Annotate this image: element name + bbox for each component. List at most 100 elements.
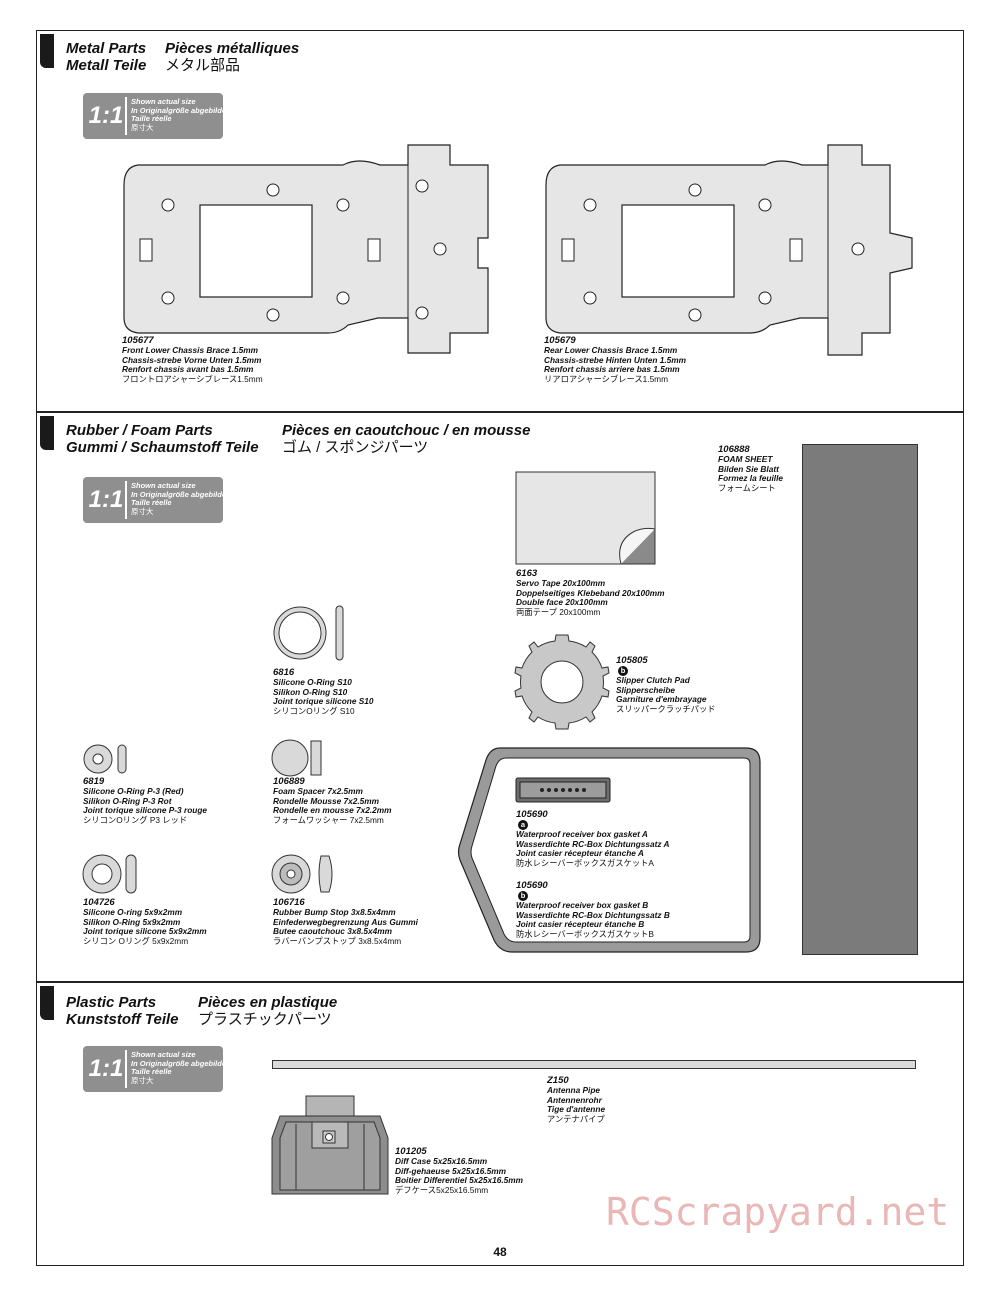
part-label-105679: 105679 Rear Lower Chassis Brace 1.5mm Ch… [544,336,686,385]
part-name-fr: Joint torique silicone P-3 rouge [83,805,208,816]
part-name-fr: Tige d'antenne [547,1104,606,1115]
part-label-104726: 104726 Silicone O-ring 5x9x2mm Silikon O… [83,898,207,947]
part-number: Z150 [547,1075,569,1086]
part-number: 6163 [516,568,538,579]
part-name-de: Rondelle Mousse 7x2.5mm [273,795,380,806]
part-name-de: Chassis-strebe Hinten Unten 1.5mm [544,354,687,365]
rubber-title-jp: ゴム / スポンジパーツ [282,439,429,456]
part-name-fr: Renfort chassis arriere bas 1.5mm [544,364,680,375]
part-number-text: 105690 [516,809,548,820]
rubber-title-fr: Pièces en caoutchouc / en mousse [282,422,531,439]
part-name-jp: 防水レシーバーボックスガスケットA [516,858,654,869]
part-name-de: Silikon O-Ring S10 [273,686,348,697]
part-number: 104726 [83,897,115,908]
part-name-en: Rubber Bump Stop 3x8.5x4mm [273,906,396,917]
antenna-pipe-drawing [272,1060,916,1069]
section-divider-plastic [36,981,964,983]
watermark: RCScrapyard.net [606,1190,950,1234]
plastic-title-jp: プラスチックパーツ [198,1011,332,1028]
part-name-jp: ラバーバンプストップ 3x8.5x4mm [273,936,402,947]
badge-line: 原寸大 [131,122,154,132]
part-name-jp: 防水レシーバーボックスガスケットB [516,929,654,940]
metal-title-fr: Pièces métalliques [165,40,300,57]
o-ring-p3-drawing [83,744,127,774]
part-name-de: Bilden Sie Blatt [718,463,779,474]
part-number: 105677 [122,335,154,346]
part-name-jp: デフケース5x25x16.5mm [395,1185,489,1196]
badge-text: Shown actual size In Originalgröße abgeb… [131,97,229,132]
part-name-en: Servo Tape 20x100mm [516,577,606,588]
part-name-de: Einfederwegbegrenzung Aus Gummi [273,916,418,927]
badge-line: 原寸大 [131,506,154,516]
part-number: 101205 [395,1146,427,1157]
part-name-en: Silicone O-Ring P-3 (Red) [83,785,184,796]
part-name-fr: Boitier Differentiel 5x25x16.5mm [395,1175,524,1186]
part-name-de: Diff-gehaeuse 5x25x16.5mm [395,1165,506,1176]
plastic-title-de: Kunststoff Teile [66,1011,179,1028]
part-name-jp: フォームシート [718,483,776,494]
part-name-en: Silicone O-Ring S10 [273,676,352,687]
o-ring-s10-drawing [273,605,344,661]
metal-title-de: Metall Teile [66,57,147,74]
badge-line: Shown actual size [131,1050,196,1059]
badge-line: Taille réelle [131,114,172,123]
variant-tag: b [618,665,628,676]
part-name-de: Silikon O-Ring P-3 Rot [83,795,172,806]
scale-label: 1:1 [87,481,127,519]
section-divider-rubber [36,411,964,413]
part-label-6819: 6819 Silicone O-Ring P-3 (Red) Silikon O… [83,777,207,826]
metal-title-en: Metal Parts [66,40,147,57]
part-name-fr: Joint casier récepteur étanche A [516,848,644,859]
part-name-jp: アンテナパイプ [547,1114,605,1125]
badge-line: 原寸大 [131,1075,154,1085]
rubber-title-de: Gummi / Schaumstoff Teile [66,439,259,456]
part-name-jp: シリコンOリング S10 [273,706,355,717]
part-name-de: Antennenrohr [547,1094,602,1105]
part-name-de: Doppelseitiges Klebeband 20x100mm [516,587,665,598]
part-name-jp: シリコンOリング P3 レッド [83,815,188,826]
part-number: 106716 [273,897,305,908]
badge-line: In Originalgröße abgebildet [131,1058,229,1068]
part-number-text: 105690 [516,880,548,891]
part-name-de: Silikon O-Ring 5x9x2mm [83,916,181,927]
part-name-fr: Joint casier récepteur étanche B [516,919,645,930]
part-name-en: Slipper Clutch Pad [616,674,690,685]
part-name-en: Diff Case 5x25x16.5mm [395,1155,488,1166]
part-name-fr: Garniture d'embrayage [616,694,707,705]
part-name-en: Antenna Pipe [547,1084,601,1095]
part-label-106888: 106888 FOAM SHEET Bilden Sie Blatt Forme… [718,445,783,494]
part-name-en: Waterproof receiver box gasket A [516,828,648,839]
part-name-de: Wasserdichte RC-Box Dichtungssatz A [516,838,670,849]
part-label-106889: 106889 Foam Spacer 7x2.5mm Rondelle Mous… [273,777,392,826]
receiver-box-gasket-drawing [457,747,761,953]
scale-label: 1:1 [87,97,127,135]
part-name-fr: Renfort chassis avant bas 1.5mm [122,364,254,375]
rubber-title-en: Rubber / Foam Parts [66,422,213,439]
plastic-title-en: Plastic Parts [66,994,157,1011]
rear-lower-chassis-brace-drawing [545,144,913,356]
part-name-fr: Joint torique silicone S10 [273,696,374,707]
page-frame [36,30,964,1266]
o-ring-5x9x2-drawing [82,854,137,894]
part-name-jp: フロントロアシャーシブレース1.5mm [122,374,263,385]
badge-text: Shown actual size In Originalgröße abgeb… [131,481,229,516]
part-name-jp: シリコン Oリング 5x9x2mm [83,936,189,947]
part-name-en: FOAM SHEET [718,453,773,464]
part-name-en: Front Lower Chassis Brace 1.5mm [122,344,259,355]
plastic-title-fr: Pièces en plastique [198,994,338,1011]
variant-tag: a [518,819,528,830]
badge-line: Shown actual size [131,97,196,106]
part-number-text: 105805 [616,655,648,666]
part-name-fr: Double face 20x100mm [516,597,608,608]
badge-line: Taille réelle [131,498,172,507]
part-name-fr: Rondelle en mousse 7x2.2mm [273,805,392,816]
part-name-fr: Joint torique silicone 5x9x2mm [83,926,207,937]
part-number: 6816 [273,667,295,678]
part-label-Z150: Z150 Antenna Pipe Antennenrohr Tige d'an… [547,1076,605,1125]
page-number: 48 [493,1245,507,1259]
part-name-en: Silicone O-ring 5x9x2mm [83,906,183,917]
